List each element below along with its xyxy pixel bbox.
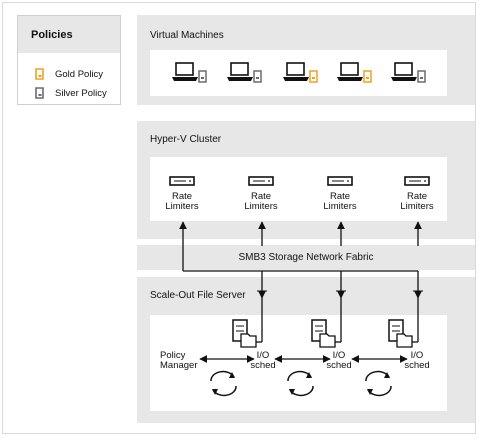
file-server-icon-1 [232, 319, 262, 348]
rate-limiter-line1: Rate [171, 191, 193, 202]
legend-header [18, 16, 120, 53]
rate-limiter-icon-4 [404, 176, 430, 186]
policy-manager-line1: Policy [160, 350, 186, 361]
vm-section-title: Virtual Machines [150, 30, 224, 41]
io-sched-line2: sched [250, 360, 276, 371]
vm-laptop-icon [283, 62, 318, 83]
sync-cycle-icon-3 [365, 370, 392, 397]
storage-fabric-band [137, 245, 475, 270]
io-sched-line1: I/O [332, 350, 346, 361]
file-server-icon-3 [388, 319, 418, 348]
legend-item-gold: Gold Policy [35, 68, 103, 80]
rate-limiter-line2: Limiters [244, 201, 278, 212]
policy-manager-label: Policy Manager [160, 351, 198, 371]
rate-limiter-label-4: Rate Limiters [392, 192, 442, 212]
rate-limiter-line2: Limiters [400, 201, 434, 212]
gold-policy-icon [35, 68, 44, 80]
policy-manager-line2: Manager [160, 360, 198, 371]
vm-laptop-icon [227, 62, 262, 83]
legend-label-silver: Silver Policy [55, 87, 107, 99]
rate-limiter-line2: Limiters [165, 201, 199, 212]
vm-laptop-icon [337, 62, 372, 83]
rate-limiter-line1: Rate [250, 191, 272, 202]
rate-limiter-label-3: Rate Limiters [315, 192, 365, 212]
fabric-to-server-2 [336, 271, 346, 342]
io-sched-label-3: I/O sched [401, 351, 433, 371]
rate-limiter-line1: Rate [329, 191, 351, 202]
file-server-icon-2 [311, 319, 341, 348]
io-sched-label-1: I/O sched [247, 351, 279, 371]
sofs-section-title: Scale-Out File Server [150, 290, 246, 301]
vm-laptop-icon [391, 62, 426, 83]
io-sched-line1: I/O [410, 350, 424, 361]
io-sched-line2: sched [404, 360, 430, 371]
vm-group [172, 62, 426, 83]
legend-label-gold: Gold Policy [55, 68, 104, 80]
io-sched-line2: sched [326, 360, 352, 371]
rate-limiter-icon-1 [169, 176, 195, 186]
sync-cycle-icon-1 [210, 370, 237, 397]
sync-cycle-icon-2 [287, 370, 314, 397]
io-sched-label-2: I/O sched [323, 351, 355, 371]
cluster-section-title: Hyper-V Cluster [150, 134, 222, 145]
storage-fabric-label: SMB3 Storage Network Fabric [238, 252, 374, 263]
legend-title: Policies [31, 29, 73, 41]
fabric-to-server-1 [257, 271, 267, 342]
policies-legend: Policies Gold Policy Silver Policy [17, 15, 121, 105]
diagram-frame [2, 2, 476, 434]
legend-item-silver: Silver Policy [35, 87, 107, 99]
rate-limiter-label-1: Rate Limiters [157, 192, 207, 212]
rate-limiter-line2: Limiters [323, 201, 357, 212]
vm-laptop-icon [172, 62, 207, 83]
cluster-area [150, 157, 447, 221]
rate-limiter-icon-3 [327, 176, 353, 186]
rate-limiter-label-2: Rate Limiters [236, 192, 286, 212]
fabric-to-server-3 [413, 271, 423, 342]
silver-policy-icon [35, 87, 44, 99]
io-sched-line1: I/O [256, 350, 270, 361]
rate-limiter-line1: Rate [406, 191, 428, 202]
rate-limiter-icon-2 [248, 176, 274, 186]
